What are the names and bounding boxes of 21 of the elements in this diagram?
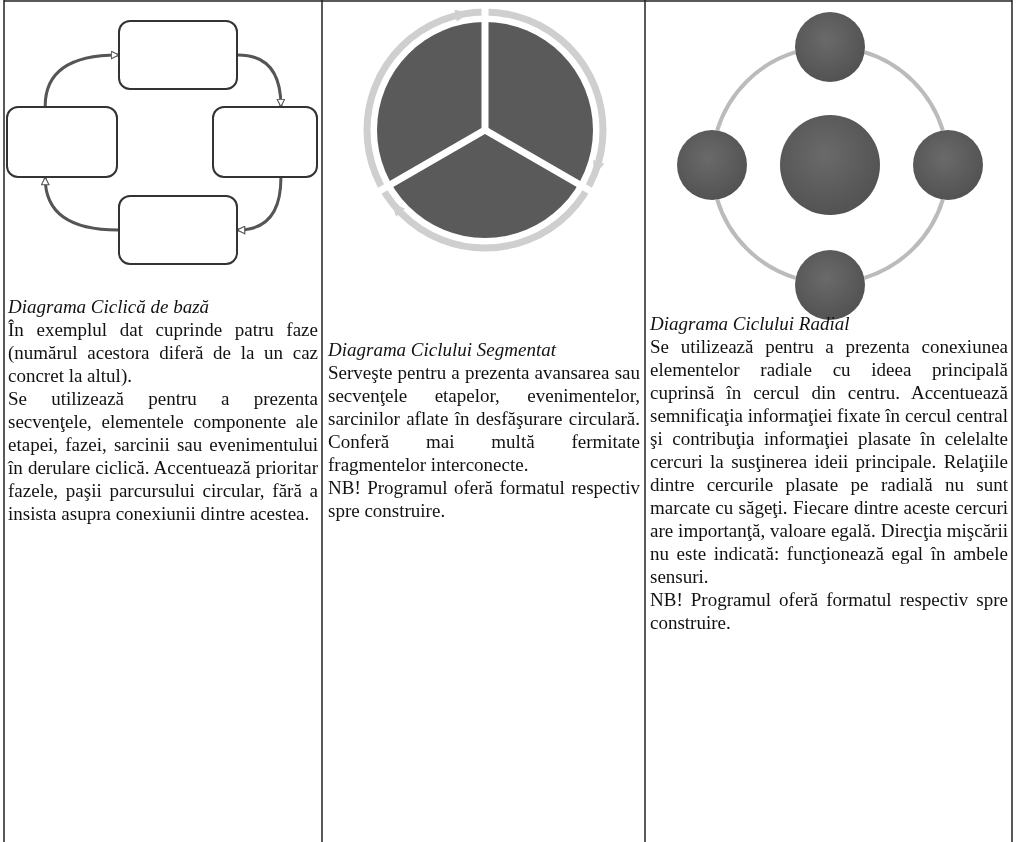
process-box	[212, 106, 318, 178]
caption-label: Diagrama Ciclului Radial	[650, 312, 851, 335]
connector-line	[863, 198, 945, 280]
process-box	[6, 106, 118, 178]
connector-line	[715, 50, 797, 132]
caption-label: Diagrama Ciclului Segmentat	[328, 338, 558, 361]
description-paragraph: Se utilizează pentru a prezenta secvenţele, elementele componente ale etapei, fazei, sarcinii sau evenimentului în derulare ciclică. Accentuează prioritar fazele, paşii parcursului circular, fără a insista asupra conexiunii dintre acestea.	[8, 387, 318, 525]
description-paragraph: Se utilizează pentru a prezenta conexiunea elementelor radiale cu ideea principală cuprinsă în cercul din centru. Accentuează semnificaţia informaţiei fixate în cercul central şi contribuţia informaţiei plasate în celelalte cercuri la susţinerea ideii principale. Relaţiile dintre cercurile plasate pe radială nu sunt marcate cu săgeţi. Fiecare dintre aceste cercuri are importanţă, valoare egală. Direcţia mişcării nu este indicată: funcţionează egal în ambele sensuri.	[650, 335, 1008, 588]
connector-line	[715, 198, 797, 280]
connector-line	[863, 50, 945, 132]
curved-arrow	[41, 176, 119, 232]
curved-arrow	[237, 53, 285, 108]
curved-arrow	[236, 177, 283, 234]
description-paragraph: În exemplul dat cuprinde patru faze (numărul acestora diferă de la un caz concret la altul).	[8, 318, 318, 387]
process-box	[118, 20, 238, 90]
process-box	[118, 195, 238, 265]
description-paragraph: Serveşte pentru a prezenta avansarea sau secvenţele etapelor, evenimentelor, sarcinilor aflate în desfăşurare circulară. Conferă mai multă fermitate fragmentelor interconecte.	[328, 361, 640, 476]
description-paragraph: NB! Programul oferă formatul respectiv spre construire.	[650, 588, 1008, 634]
caption-label: Diagrama Ciclică de bază	[8, 295, 211, 318]
description-paragraph: NB! Programul oferă formatul respectiv spre construire.	[328, 476, 640, 522]
curved-arrow	[43, 50, 120, 107]
